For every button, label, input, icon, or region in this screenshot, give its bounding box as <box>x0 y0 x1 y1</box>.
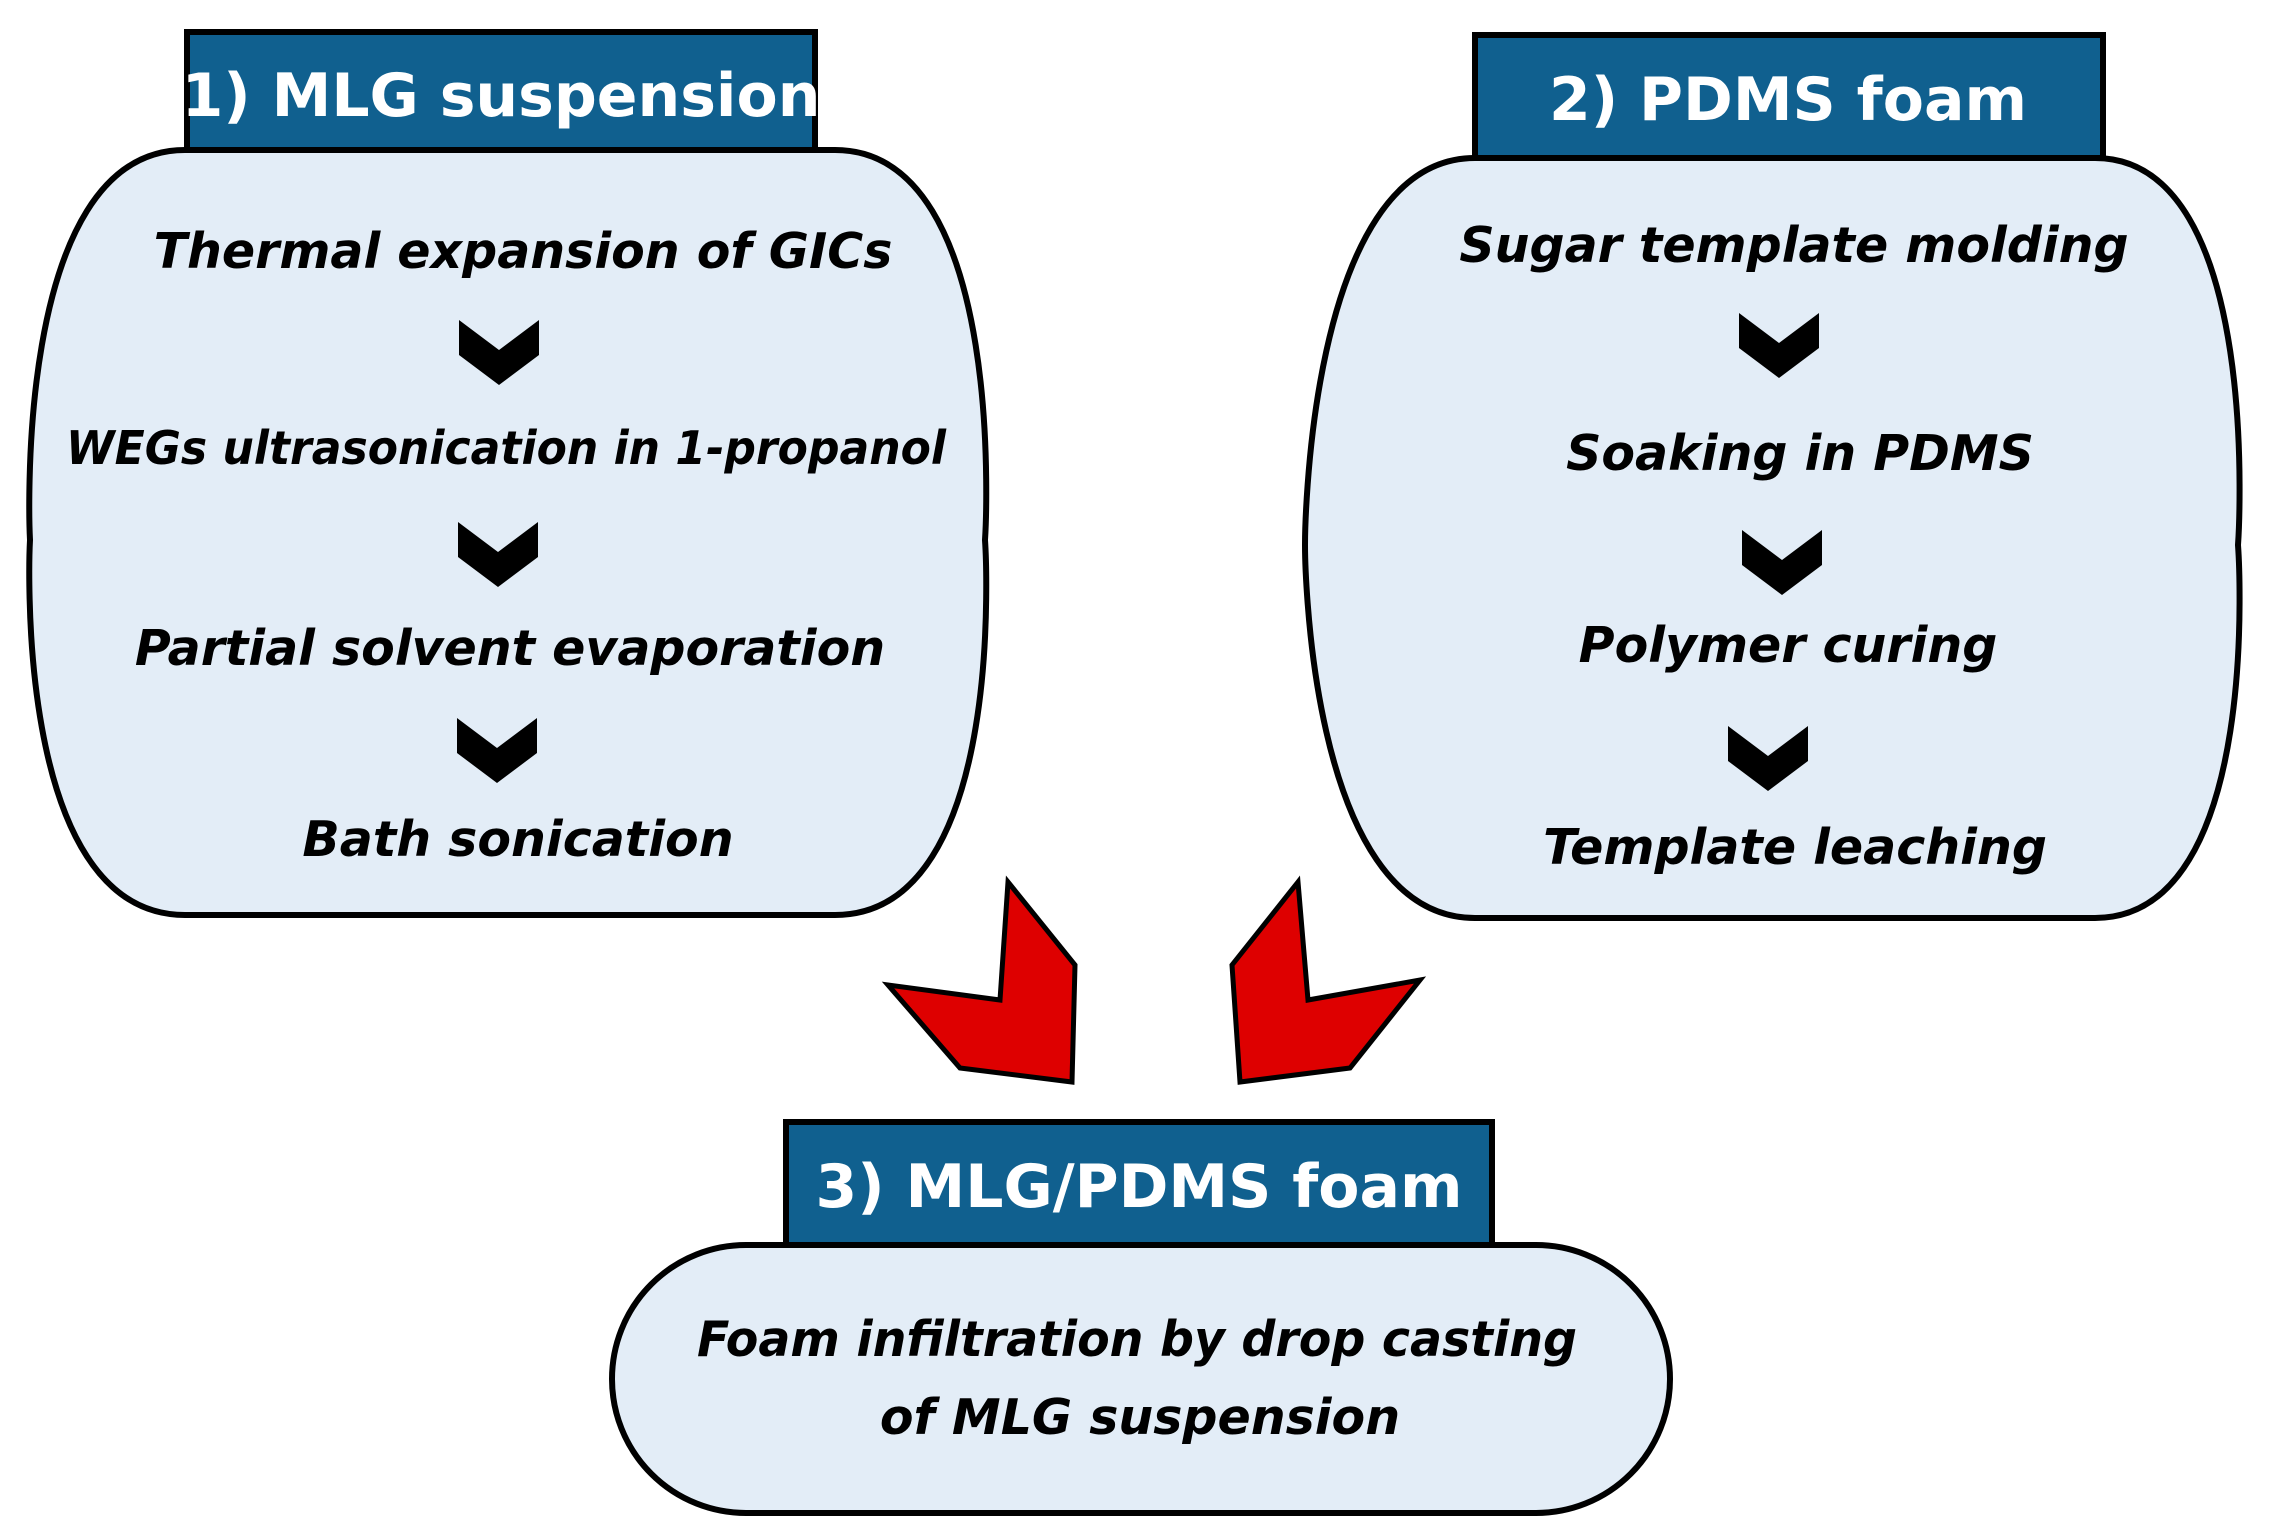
panel-1-title: 1) MLG suspension <box>182 61 821 131</box>
red-merge-arrow-right-icon <box>1229 875 1427 1085</box>
chevron-down-icon <box>457 718 537 783</box>
panel-1-header <box>184 29 818 153</box>
panel-1-bubble <box>26 147 990 918</box>
panel-2-step-1: Sugar template molding <box>1459 217 2128 274</box>
panel-2-step-4: Template leaching <box>1543 819 2047 876</box>
chevron-down-icon <box>1742 530 1822 595</box>
panel-3-line-2: of MLG suspension <box>880 1389 1400 1446</box>
panel-3-line-1: Foam infiltration by drop casting <box>697 1311 1577 1368</box>
panel-1-step-3: Partial solvent evaporation <box>135 620 885 677</box>
panel-1-step-4: Bath sonication <box>302 811 733 868</box>
chevron-down-icon <box>1728 726 1808 791</box>
panel-2-step-3: Polymer curing <box>1579 617 1998 674</box>
panel-2-title: 2) PDMS foam <box>1549 65 2027 135</box>
panel-2-bubble <box>1301 155 2243 921</box>
chevron-down-icon <box>1739 313 1819 378</box>
panel-2-header <box>1472 32 2106 161</box>
panel-mlg-suspension: 1) MLG suspension Thermal expansion of G… <box>26 29 990 918</box>
panel-2-step-2: Soaking in PDMS <box>1566 425 2034 482</box>
panel-1-step-1: Thermal expansion of GICs <box>154 223 893 280</box>
panel-3-header <box>783 1119 1495 1248</box>
panel-1-step-2: WEGs ultrasonication in 1-propanol <box>66 421 947 475</box>
panel-3-bubble <box>609 1242 1673 1516</box>
chevron-down-icon <box>459 320 539 385</box>
panel-3-title: 3) MLG/PDMS foam <box>815 1152 1462 1222</box>
chevron-down-icon <box>458 522 538 587</box>
red-merge-arrow-left-icon <box>881 875 1078 1085</box>
panel-pdms-foam: 2) PDMS foam Sugar template molding Soak… <box>1301 32 2243 921</box>
panel-mlg-pdms-foam: 3) MLG/PDMS foam Foam infiltration by dr… <box>609 1119 1673 1516</box>
